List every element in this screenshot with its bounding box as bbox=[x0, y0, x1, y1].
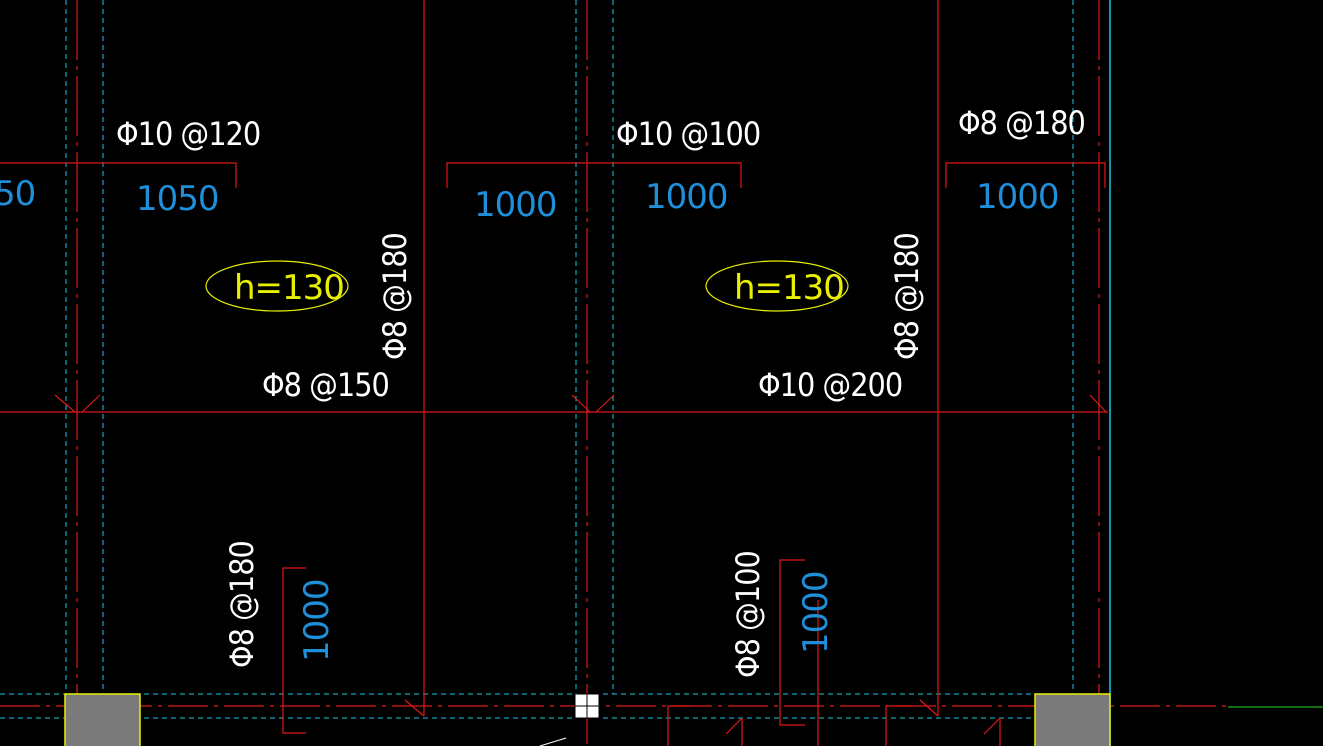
white-leader bbox=[539, 737, 567, 746]
stirrup-e bbox=[983, 717, 1001, 735]
stirrup-c bbox=[725, 717, 743, 735]
hook-mid-a bbox=[571, 394, 591, 413]
dimension-mid-left[interactable]: 1000 bbox=[474, 185, 558, 225]
column-left[interactable] bbox=[64, 693, 141, 746]
rebar-label-lower-right[interactable]: Φ8 @100 bbox=[729, 551, 767, 678]
thickness-ellipse-left bbox=[205, 260, 349, 312]
stirrup-a bbox=[667, 705, 694, 746]
slab-thickness-left[interactable]: h=130 bbox=[234, 268, 345, 308]
dimension-mid-right[interactable]: 1000 bbox=[645, 177, 729, 217]
rebar-label-top-right[interactable]: Φ8 @180 bbox=[958, 104, 1086, 142]
hook-right bbox=[1089, 394, 1107, 413]
dim-bracket-right bbox=[945, 162, 1106, 188]
slab-thickness-right[interactable]: h=130 bbox=[734, 268, 845, 308]
dimension-lower-left[interactable]: 1000 bbox=[297, 579, 337, 662]
dimension-left[interactable]: 1050 bbox=[136, 179, 220, 219]
rebar-label-top-middle[interactable]: Φ10 @100 bbox=[616, 115, 761, 153]
hook-mid-b bbox=[595, 394, 615, 413]
rebar-label-vertical-right[interactable]: Φ8 @180 bbox=[888, 233, 926, 360]
column-right[interactable] bbox=[1034, 693, 1111, 746]
dimension-right[interactable]: 1000 bbox=[976, 177, 1060, 217]
dim-bracket-lower-right bbox=[779, 559, 805, 726]
rebar-label-slab-right[interactable]: Φ10 @200 bbox=[758, 366, 903, 404]
dim-bracket-mid bbox=[446, 162, 742, 188]
beam-lines bbox=[0, 0, 1226, 746]
hook-left-a bbox=[54, 394, 76, 413]
dim-bracket-left bbox=[0, 162, 237, 188]
rebar-label-lower-left[interactable]: Φ8 @180 bbox=[223, 541, 261, 668]
rebar-label-slab-left[interactable]: Φ8 @150 bbox=[262, 366, 390, 404]
thickness-ellipse-right bbox=[705, 260, 849, 312]
rebar-label-vertical-left[interactable]: Φ8 @180 bbox=[376, 233, 414, 360]
stirrup-b bbox=[885, 705, 912, 746]
dim-bracket-lower-left bbox=[282, 567, 306, 734]
hook-bottom-b bbox=[919, 699, 939, 717]
hook-bottom-a bbox=[404, 699, 425, 717]
dimension-lower-right[interactable]: 1000 bbox=[796, 571, 836, 654]
rebar-label-top-left[interactable]: Φ10 @120 bbox=[116, 115, 261, 153]
hook-left-b bbox=[81, 394, 101, 413]
axis-lines bbox=[0, 0, 1110, 746]
dimension-edge-left[interactable]: 50 bbox=[0, 174, 36, 214]
